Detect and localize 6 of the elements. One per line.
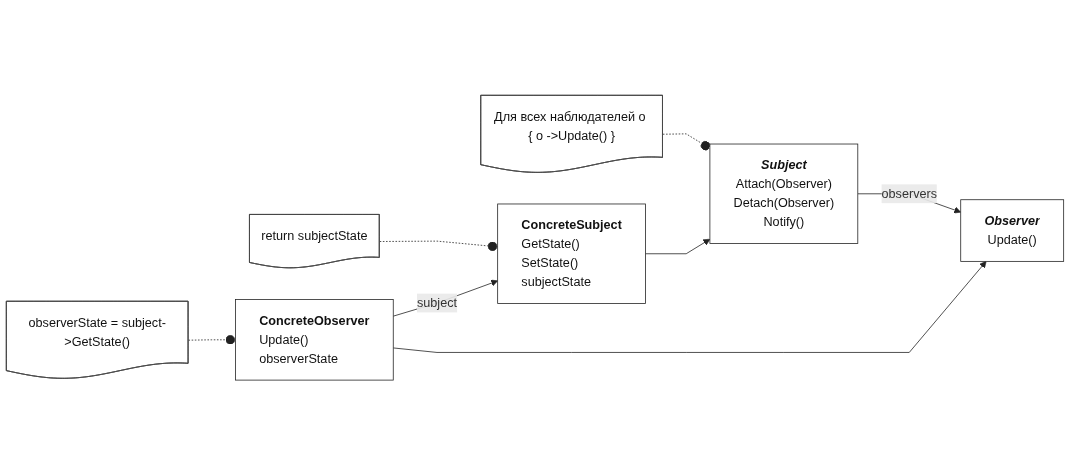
edge-label: observers (881, 186, 938, 200)
node-box: Subject Attach(Observer) Detach(Observer) Notify() (709, 143, 859, 244)
node-box: ConcreteObserver Update() observerState (235, 298, 394, 381)
node-box: ConcreteSubject GetState() SetState() subjectState (497, 203, 646, 304)
edge-label: subject (416, 295, 458, 310)
node-box: Observer Update() (960, 199, 1065, 262)
